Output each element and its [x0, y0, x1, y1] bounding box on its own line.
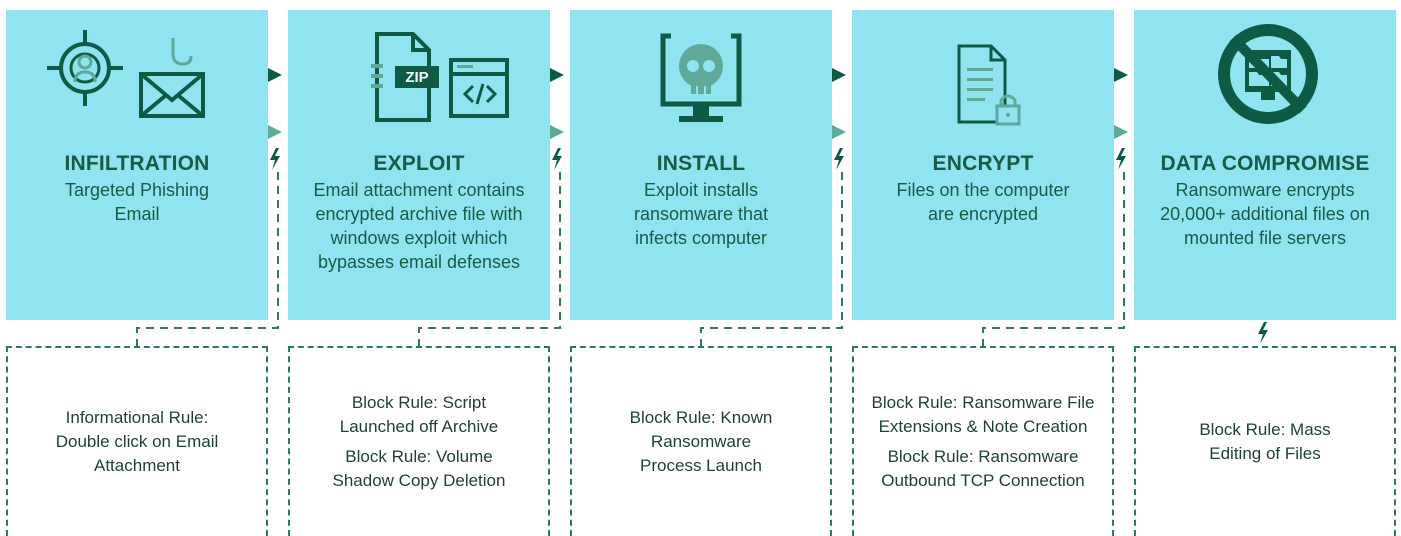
- stage-encrypt: ENCRYPT Files on the computer are encryp…: [852, 10, 1114, 320]
- bolt-icon: [1116, 148, 1126, 170]
- rule-text: Block Rule: Ransomware Outbound TCP Conn…: [881, 447, 1085, 490]
- flow-arrow: [1114, 68, 1128, 82]
- no-folders-icon: [1218, 24, 1318, 124]
- stage-icon-area: [6, 16, 268, 146]
- bolt-icon: [834, 148, 844, 170]
- stage-title: EXPLOIT: [373, 152, 465, 175]
- flow-arrow-light: [268, 125, 282, 139]
- stage-description: Ransomware encrypts 20,000+ additional f…: [1160, 180, 1370, 248]
- flow-arrow: [268, 68, 282, 82]
- stage-description: Email attachment contains encrypted arch…: [313, 180, 525, 272]
- stage-icon-area: [852, 16, 1114, 146]
- stage-install: INSTALL Exploit installs ransomware that…: [570, 10, 832, 320]
- flow-arrow: [832, 68, 846, 82]
- target-icon: [47, 30, 123, 106]
- stage-infiltration: INFILTRATION Targeted Phishing Email: [6, 10, 268, 320]
- bolt-icon: [1258, 322, 1268, 344]
- bolt-icon: [552, 148, 562, 170]
- stage-icon-area: [1134, 16, 1396, 146]
- locked-file-icon: [957, 44, 1021, 126]
- rule-box-install: Block Rule: Known Ransomware Process Lau…: [570, 346, 832, 536]
- zip-file-icon: ZIP: [371, 32, 439, 122]
- flow-arrow-light: [550, 125, 564, 139]
- flow-arrow: [550, 68, 564, 82]
- flow-arrow-light: [1114, 125, 1128, 139]
- envelope-hook-icon: [139, 38, 205, 118]
- skull-monitor-icon: [660, 33, 742, 122]
- stage-icon-area: ZIP: [288, 16, 550, 146]
- stage-title: INFILTRATION: [64, 152, 210, 175]
- flow-arrow-light: [832, 125, 846, 139]
- code-window-icon: [449, 58, 509, 118]
- stage-description: Files on the computer are encrypted: [896, 180, 1070, 224]
- rule-box-encrypt: Block Rule: Ransomware File Extensions &…: [852, 346, 1114, 536]
- stage-title: DATA COMPROMISE: [1160, 152, 1370, 175]
- stage-title: INSTALL: [656, 152, 746, 175]
- zip-label: ZIP: [405, 69, 428, 86]
- rule-text: Block Rule: Known Ransomware Process Lau…: [629, 408, 773, 475]
- rule-text: Block Rule: Mass Editing of Files: [1199, 420, 1331, 463]
- stage-description: Targeted Phishing Email: [64, 180, 210, 224]
- rule-text: Block Rule: Script Launched off Archive: [339, 393, 499, 436]
- stage-data-compromise: DATA COMPROMISE Ransomware encrypts 20,0…: [1134, 10, 1396, 320]
- bolt-icon: [270, 148, 280, 170]
- rule-text: Block Rule: Volume Shadow Copy Deletion: [332, 447, 506, 490]
- rule-box-data-compromise: Block Rule: Mass Editing of Files: [1134, 346, 1396, 536]
- stage-description: Exploit installs ransomware that infects…: [633, 180, 769, 248]
- stage-icon-area: [570, 16, 832, 146]
- rule-box-infiltration: Informational Rule: Double click on Emai…: [6, 346, 268, 536]
- rule-box-exploit: Block Rule: Script Launched off Archive …: [288, 346, 550, 536]
- stage-title: ENCRYPT: [932, 152, 1034, 175]
- rule-text: Informational Rule: Double click on Emai…: [55, 408, 219, 475]
- rule-text: Block Rule: Ransomware File Extensions &…: [871, 393, 1095, 436]
- stage-exploit: ZIP EXPLOIT Email attachment contains en…: [288, 10, 550, 320]
